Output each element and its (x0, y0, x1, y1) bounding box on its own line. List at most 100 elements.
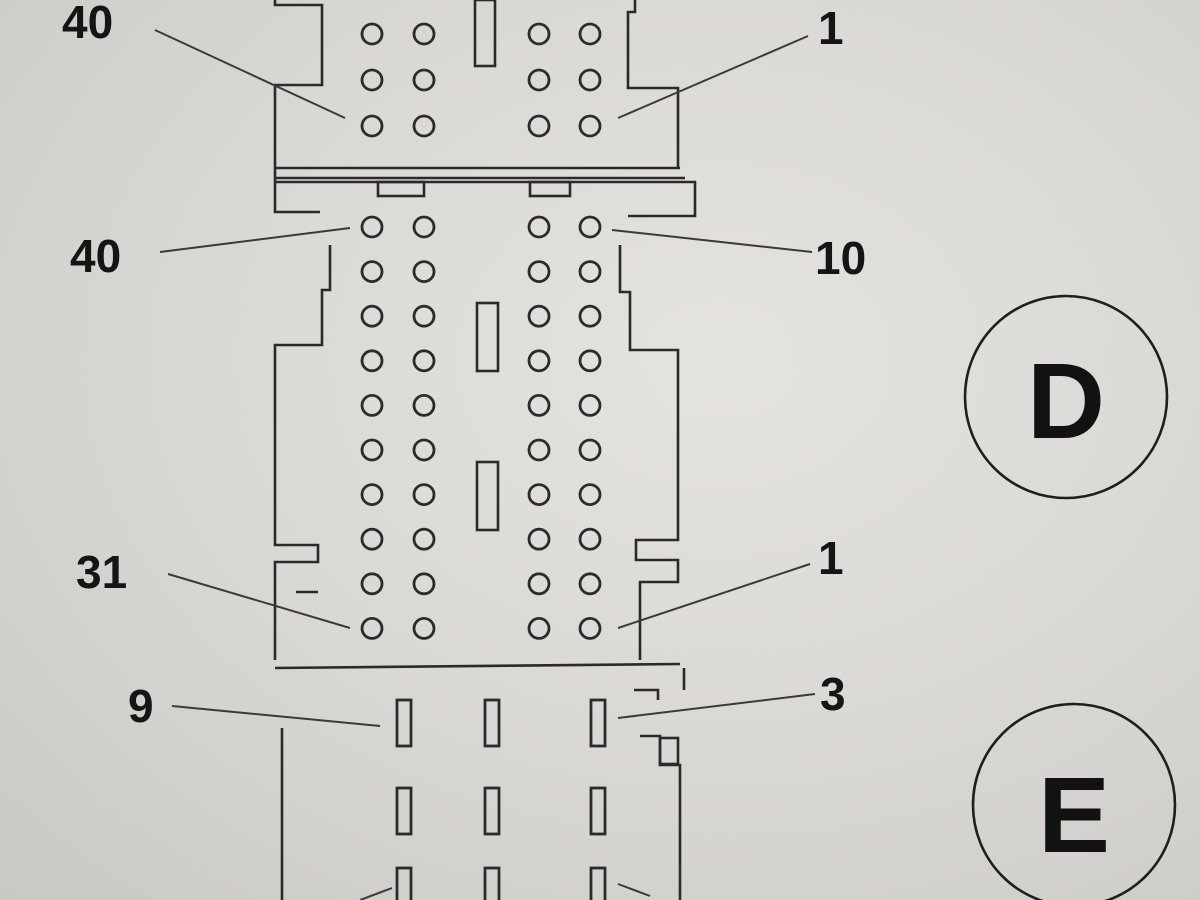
connector-e-pin-label-left: 9 (128, 680, 154, 732)
pin-hole (527, 68, 551, 92)
pin-hole (527, 572, 551, 596)
connector-e-badge-letter: E (1038, 754, 1110, 875)
pin-hole (360, 438, 384, 462)
pin-hole (360, 527, 384, 551)
leader-line (154, 29, 346, 119)
pin-hole (527, 349, 551, 373)
top-connector-pin-label-left: 40 (62, 0, 113, 48)
pin-hole (412, 114, 436, 138)
leader-line (171, 705, 381, 727)
pin-hole (527, 483, 551, 507)
connector-d-bottom-edge (274, 662, 681, 670)
pin-hole (412, 438, 436, 462)
pin-hole (578, 304, 602, 328)
top-connector-housing (273, 0, 680, 168)
connector-d-badge-ring (963, 294, 1169, 500)
pin-hole (578, 22, 602, 46)
pin-hole (527, 438, 551, 462)
pin-hole (527, 527, 551, 551)
pin-hole (578, 260, 602, 284)
connector-e: 9 3 E (128, 668, 1177, 900)
pin-hole (578, 617, 602, 640)
pin-hole (412, 304, 436, 328)
separator-band (273, 168, 697, 218)
pin-hole (578, 527, 602, 551)
pin-hole (360, 114, 384, 138)
leader-line (167, 573, 351, 629)
connector-separator (273, 168, 697, 218)
pin-hole (360, 617, 384, 640)
blade-terminal (589, 866, 607, 900)
pin-hole (412, 68, 436, 92)
pin-hole (412, 617, 436, 640)
pin-hole (527, 617, 551, 640)
pin-hole (360, 393, 384, 417)
connector-d-housing-left (273, 245, 332, 660)
top-connector: 40 1 (62, 0, 844, 170)
connector-d-pin-label-bottom-right: 1 (818, 532, 844, 584)
leader-line (617, 35, 809, 119)
connector-e-pins (395, 698, 607, 900)
pin-hole (578, 572, 602, 596)
blade-terminal (589, 698, 607, 748)
leader-line (617, 883, 651, 897)
pin-hole (412, 349, 436, 373)
pin-hole (360, 215, 384, 239)
connector-d-pin-label-top-left: 40 (70, 230, 121, 282)
pin-hole (527, 215, 551, 239)
blade-terminal (395, 786, 413, 836)
pin-hole (360, 572, 384, 596)
pin-hole (578, 68, 602, 92)
leader-line (611, 229, 813, 253)
pin-hole (578, 215, 602, 239)
pin-hole (527, 393, 551, 417)
top-connector-key-slot (473, 0, 497, 68)
connector-d-key-slot (475, 301, 500, 373)
pin-hole (360, 68, 384, 92)
connector-d: 40 10 31 1 D (70, 215, 1169, 670)
pin-hole (578, 483, 602, 507)
blade-terminal (483, 698, 501, 748)
connector-d-badge-letter: D (1027, 340, 1105, 461)
leader-line (359, 887, 393, 900)
pin-hole (578, 114, 602, 138)
leader-line (617, 693, 816, 719)
pin-hole (360, 483, 384, 507)
connector-d-pin-label-top-right: 10 (815, 232, 866, 284)
pin-hole (578, 393, 602, 417)
connector-e-latch (658, 736, 680, 766)
connector-d-key-slot (475, 460, 500, 532)
connector-d-pin-label-bottom-left: 31 (76, 546, 127, 598)
leader-line (617, 563, 811, 629)
pin-hole (527, 114, 551, 138)
pin-hole (578, 438, 602, 462)
pin-hole (527, 304, 551, 328)
blade-terminal (395, 698, 413, 748)
top-connector-pin-label-right: 1 (818, 2, 844, 54)
connector-e-housing-right (634, 668, 686, 900)
pin-hole (578, 349, 602, 373)
pin-hole (412, 393, 436, 417)
pin-hole (360, 260, 384, 284)
pin-hole (360, 349, 384, 373)
connector-d-pins (360, 215, 602, 640)
pin-hole (412, 572, 436, 596)
pin-hole (412, 527, 436, 551)
pin-hole (527, 22, 551, 46)
pin-hole (412, 215, 436, 239)
top-connector-pins (360, 22, 602, 138)
connector-e-pin-label-right: 3 (820, 668, 846, 720)
pin-hole (412, 22, 436, 46)
blade-terminal (395, 866, 413, 900)
connector-e-badge-ring (971, 702, 1177, 900)
pin-hole (412, 483, 436, 507)
pin-hole (360, 304, 384, 328)
blade-terminal (483, 866, 501, 900)
latch-tab (376, 180, 426, 198)
blade-terminal (589, 786, 607, 836)
leader-line (159, 227, 351, 253)
pin-hole (527, 260, 551, 284)
pin-hole (360, 22, 384, 46)
latch-tab (528, 180, 572, 198)
